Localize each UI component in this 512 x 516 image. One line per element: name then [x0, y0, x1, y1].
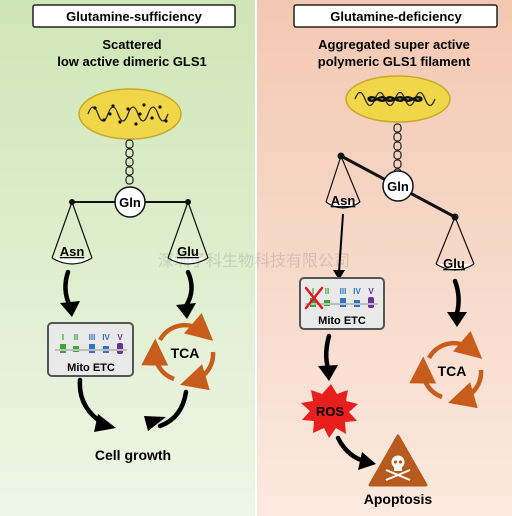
- right-header-box: [293, 4, 498, 28]
- left-header: Glutamine-sufficiency: [66, 9, 203, 24]
- right-subtitle-line1: Aggregated super active: [318, 37, 470, 52]
- left-outcome: Cell growth: [95, 447, 171, 463]
- right-etc-bars: [305, 297, 378, 308]
- right-glu-label: Glu: [443, 256, 465, 271]
- right-tca-label: TCA: [438, 363, 467, 379]
- right-asn-label: Asn: [331, 193, 356, 208]
- etc-blocked-x-icon: [304, 286, 324, 310]
- right-subtitle-line2: polymeric GLS1 filament: [318, 54, 471, 69]
- left-glu-label: Glu: [177, 244, 199, 259]
- left-gln-pivot: [114, 186, 146, 218]
- left-subtitle-line1: Scattered: [102, 37, 161, 52]
- svg-text:IV: IV: [353, 287, 361, 296]
- right-outcome: Apoptosis: [364, 491, 433, 507]
- mitochondrion-scattered-icon: [78, 88, 182, 140]
- left-tca-cycle-icon: [141, 312, 216, 391]
- left-gln-label: Gln: [119, 195, 141, 210]
- left-panel-background: [0, 0, 255, 516]
- right-etc-label: Mito ETC: [318, 315, 366, 327]
- left-etc-complexes: I II III IV V: [62, 333, 123, 342]
- left-converge-arrowheads: [94, 414, 166, 432]
- left-chain: [125, 139, 134, 185]
- right-tca-cycle-icon: [409, 330, 484, 409]
- mitochondrion-filament-icon: [345, 75, 451, 123]
- left-etc-bars: [55, 343, 127, 354]
- left-tca-label: TCA: [171, 345, 200, 361]
- left-panel: Glutamine-sufficiency Scattered low acti…: [32, 4, 236, 463]
- right-panel: Glutamine-deficiency Aggregated super ac…: [293, 4, 498, 507]
- watermark: 深圳子科生物科技有限公司: [158, 252, 350, 270]
- left-arrowheads: [60, 301, 196, 319]
- skull-hazard-icon: [368, 434, 428, 487]
- svg-text:III: III: [340, 287, 347, 296]
- svg-text:IV: IV: [102, 333, 110, 342]
- right-header: Glutamine-deficiency: [330, 9, 462, 24]
- left-subtitle-line2: low active dimeric GLS1: [57, 54, 207, 69]
- svg-text:I: I: [312, 287, 314, 296]
- right-etc-complexes: I II III IV V: [312, 287, 374, 296]
- right-gln-label: Gln: [387, 179, 409, 194]
- svg-text:II: II: [325, 287, 329, 296]
- ros-label: ROS: [316, 404, 345, 419]
- left-balance-scale: [51, 199, 209, 265]
- svg-text:V: V: [368, 287, 374, 296]
- svg-text:I: I: [62, 333, 64, 342]
- right-glu-arrow: [452, 278, 461, 316]
- svg-text:III: III: [89, 333, 96, 342]
- svg-text:II: II: [74, 333, 78, 342]
- ros-burst-icon: [301, 384, 358, 438]
- left-header-box: [32, 4, 236, 28]
- svg-text:V: V: [117, 333, 123, 342]
- left-etc-label: Mito ETC: [67, 362, 115, 374]
- left-asn-label: Asn: [60, 244, 85, 259]
- right-gln-pivot: [382, 170, 414, 202]
- right-thin-arrow: [338, 213, 344, 273]
